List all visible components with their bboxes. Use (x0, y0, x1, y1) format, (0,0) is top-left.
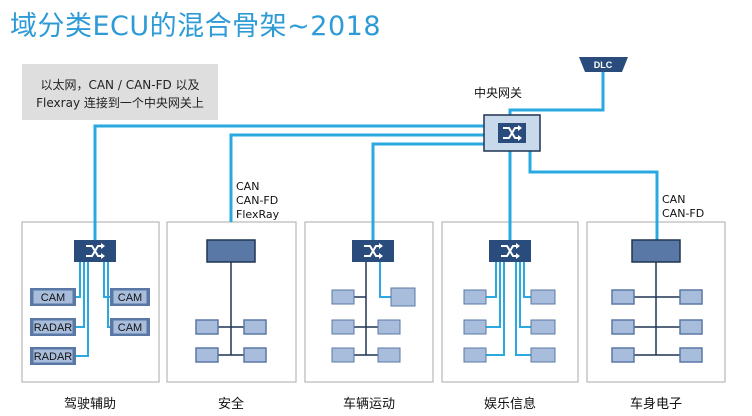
domain-caption-adas: 驾驶辅助 (63, 397, 116, 412)
safety-bus-label-3: FlexRay (236, 208, 280, 221)
domain-caption-safety: 安全 (217, 397, 244, 412)
dlc-connector (579, 57, 628, 72)
body-bus-label-2: CAN-FD (662, 207, 705, 220)
safety-bus-label-2: CAN-FD (236, 194, 279, 207)
gateway-label: 中央网关 (474, 86, 523, 100)
adas-unit-4: CAM (118, 322, 142, 334)
adas-unit-3: RADAR (34, 322, 73, 334)
domain-caption-infotainment: 娱乐信息 (483, 397, 536, 412)
adas-domain (30, 240, 150, 365)
note-box: 以太网，CAN / CAN-FD 以及 Flexray 连接到一个中央网关上 (22, 64, 218, 120)
domain-caption-body: 车身电子 (629, 397, 682, 412)
note-line-1: 以太网，CAN / CAN-FD 以及 (40, 78, 200, 92)
body-domain (611, 239, 703, 363)
motion-domain (331, 240, 416, 363)
adas-unit-5: RADAR (34, 351, 73, 363)
infotainment-domain (463, 240, 556, 363)
ethernet-links (93, 68, 659, 240)
adas-unit-1: CAM (41, 292, 65, 304)
safety-domain (195, 239, 267, 363)
page-title: 域分类ECU的混合骨架~2018 (10, 11, 382, 42)
safety-bus-label-1: CAN (236, 180, 260, 193)
body-bus-label-1: CAN (662, 193, 686, 206)
adas-unit-2: CAM (118, 292, 142, 304)
note-line-2: Flexray 连接到一个中央网关上 (36, 96, 204, 110)
domain-caption-motion: 车辆运动 (342, 397, 395, 412)
dlc-label: DLC (594, 60, 613, 70)
